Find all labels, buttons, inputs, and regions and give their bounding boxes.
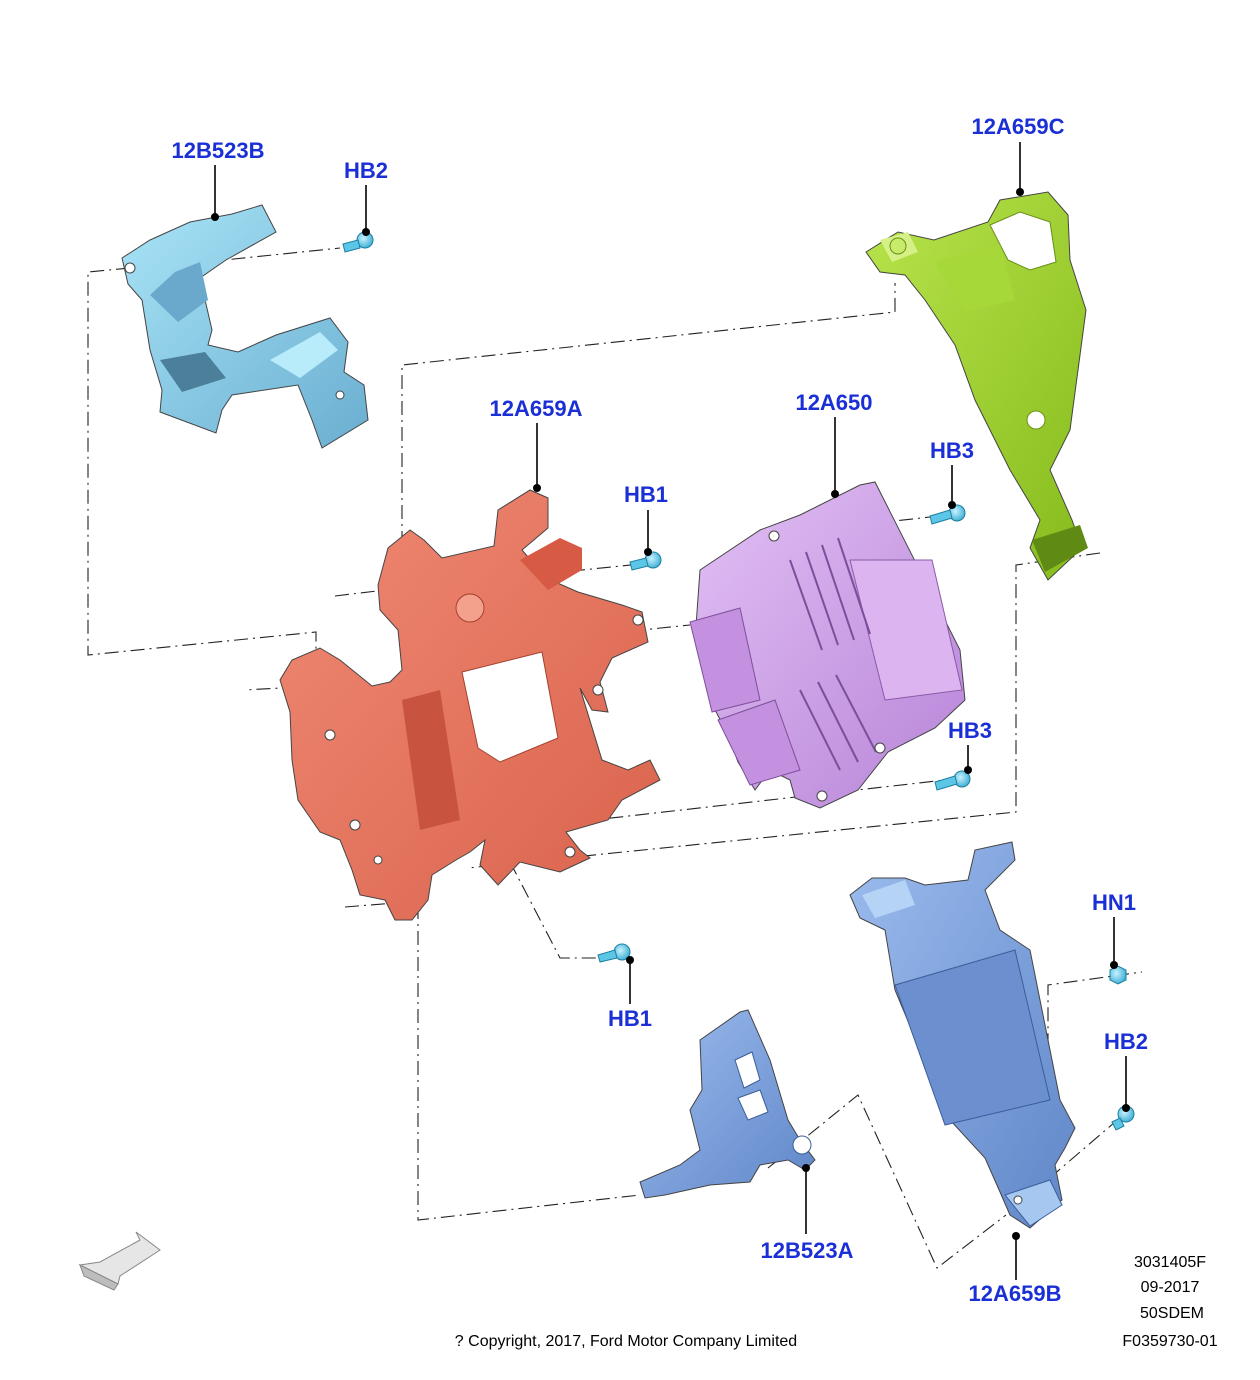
direction-arrow-icon xyxy=(78,1231,161,1291)
ref-number: 3031405F xyxy=(1134,1254,1206,1271)
figure-date: 09-2017 xyxy=(1141,1279,1200,1296)
bolt-hb1-lower xyxy=(597,943,631,963)
bolt-hb2-bottom xyxy=(1111,1105,1135,1131)
ecm-12A650 xyxy=(689,481,966,809)
bolt-hb1-upper xyxy=(629,551,662,571)
bolt-hb3-lower xyxy=(934,770,971,791)
leader-lines xyxy=(211,142,1130,1280)
figure-id: F0359730-01 xyxy=(1122,1333,1217,1350)
figure-code: 50SDEM xyxy=(1140,1305,1204,1322)
module-12A659B xyxy=(849,841,1076,1229)
callout-hn1[interactable]: HN1 xyxy=(1092,890,1136,915)
callout-12A650[interactable]: 12A650 xyxy=(795,390,872,415)
copyright-notice: ? Copyright, 2017, Ford Motor Company Li… xyxy=(455,1333,797,1350)
bracket-12B523A xyxy=(639,1009,816,1199)
callout-hb2-top[interactable]: HB2 xyxy=(344,158,388,183)
bolt-hb2-top xyxy=(342,231,374,253)
nut-hn1 xyxy=(1109,965,1127,985)
callout-12B523A[interactable]: 12B523A xyxy=(761,1238,854,1263)
callout-hb1-lower[interactable]: HB1 xyxy=(608,1006,652,1031)
callout-12A659A[interactable]: 12A659A xyxy=(490,396,583,421)
bracket-12A659C xyxy=(865,191,1088,581)
callout-12A659C[interactable]: 12A659C xyxy=(972,114,1065,139)
callout-12B523B[interactable]: 12B523B xyxy=(172,138,265,163)
bracket-12B523B xyxy=(121,204,369,449)
callout-hb3-lower[interactable]: HB3 xyxy=(948,718,992,743)
callout-hb1-upper[interactable]: HB1 xyxy=(624,482,668,507)
callout-hb3-upper[interactable]: HB3 xyxy=(930,438,974,463)
callout-labels: 12B523B HB2 12A659C 12A659A 12A650 HB1 H… xyxy=(172,114,1148,1306)
callout-hb2-bottom[interactable]: HB2 xyxy=(1104,1029,1148,1054)
bolt-hb3-upper xyxy=(929,504,966,525)
bracket-12A659A xyxy=(279,489,661,921)
figure-info: 3031405F 09-2017 50SDEM F0359730-01 ? Co… xyxy=(455,1254,1218,1350)
callout-12A659B[interactable]: 12A659B xyxy=(969,1281,1062,1306)
